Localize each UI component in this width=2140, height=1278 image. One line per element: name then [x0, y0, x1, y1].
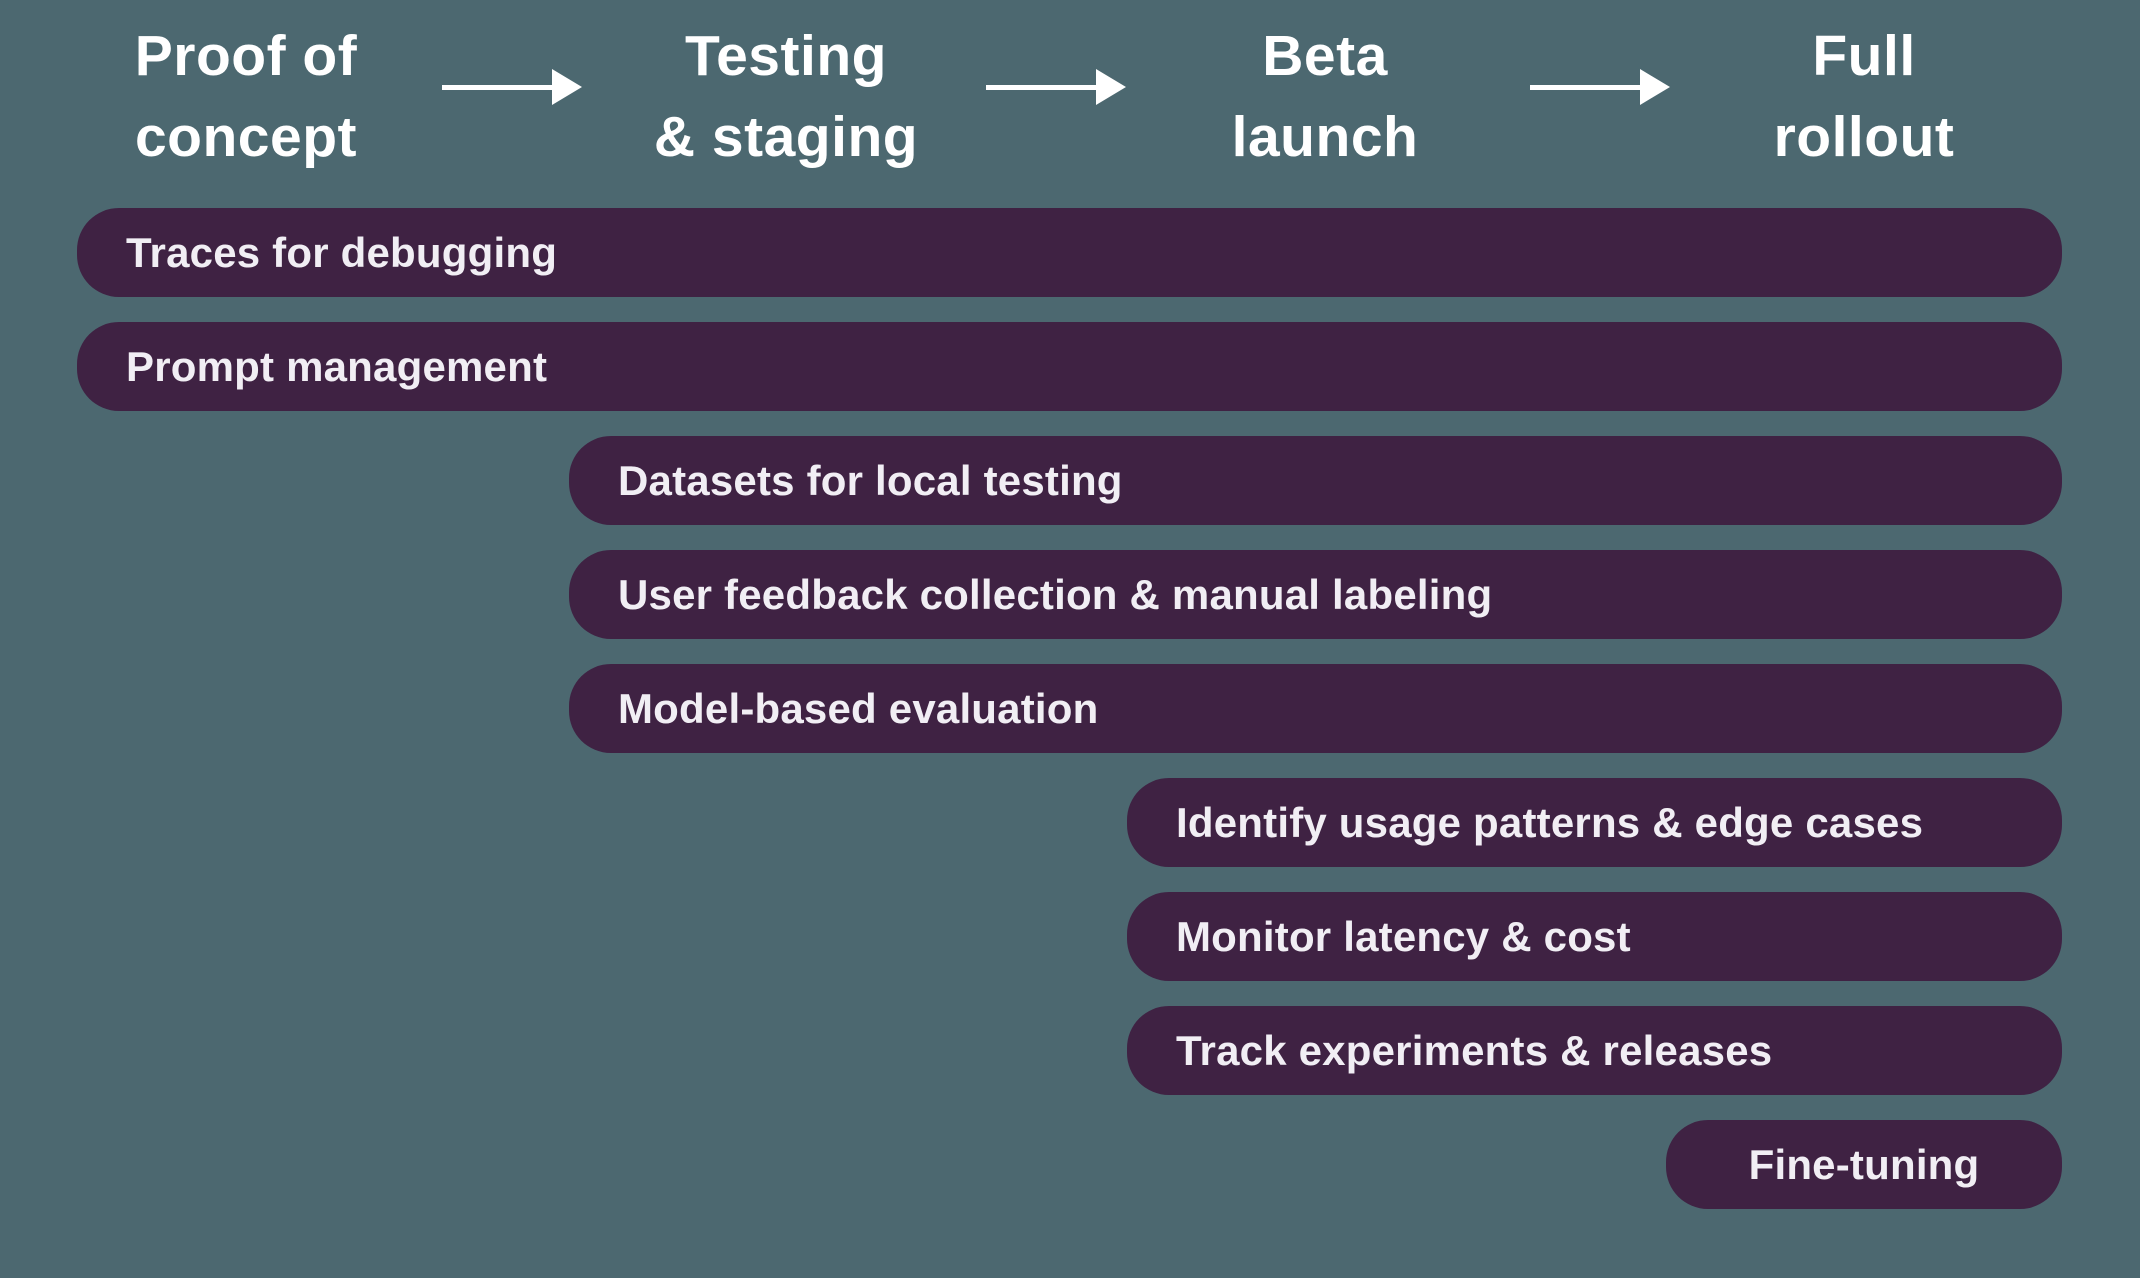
- phase-label-line1: Testing: [685, 24, 887, 88]
- capability-bar-label: Datasets for local testing: [618, 456, 1123, 504]
- phase-label-4: Full rollout: [1604, 16, 2124, 178]
- phase-label-line1: Beta: [1262, 24, 1388, 88]
- capability-bar: Traces for debugging: [77, 208, 2062, 297]
- phase-label-line1: Proof of: [134, 24, 358, 88]
- capability-bar: Monitor latency & cost: [1127, 892, 2062, 981]
- phase-label-2: Testing & staging: [526, 16, 1046, 178]
- arrow-head: [552, 69, 582, 105]
- phase-label-line2: concept: [134, 104, 358, 169]
- phase-label-3: Beta launch: [1065, 16, 1585, 178]
- capability-bar: Identify usage patterns & edge cases: [1127, 778, 2062, 867]
- phase-label-1: Proof of concept: [0, 16, 506, 178]
- capability-bar: User feedback collection & manual labeli…: [569, 550, 2062, 639]
- phase-label-line2: launch: [1231, 104, 1419, 169]
- capability-bar: Prompt management: [77, 322, 2062, 411]
- capability-bar-label: Fine-tuning: [1748, 1140, 1980, 1188]
- arrow-shaft: [442, 85, 554, 90]
- capability-bar-label: Track experiments & releases: [1176, 1026, 1773, 1074]
- capability-bar: Fine-tuning: [1666, 1120, 2062, 1209]
- capability-bar: Track experiments & releases: [1127, 1006, 2062, 1095]
- capability-bar-label: Monitor latency & cost: [1176, 912, 1631, 960]
- phase-label-line1: Full: [1812, 24, 1916, 88]
- capability-bar: Model-based evaluation: [569, 664, 2062, 753]
- capability-bar-label: Model-based evaluation: [618, 684, 1099, 732]
- capability-bar-label: Identify usage patterns & edge cases: [1176, 798, 1924, 846]
- phase-label-line2: rollout: [1773, 104, 1955, 169]
- capability-bar-label: User feedback collection & manual labeli…: [618, 570, 1493, 618]
- capability-bar: Datasets for local testing: [569, 436, 2062, 525]
- capability-bar-label: Traces for debugging: [126, 228, 558, 276]
- capability-bar-label: Prompt management: [126, 342, 548, 390]
- arrow-shaft: [986, 85, 1098, 90]
- arrow-head: [1640, 69, 1670, 105]
- arrow-shaft: [1530, 85, 1642, 90]
- arrow-head: [1096, 69, 1126, 105]
- phase-label-line2: & staging: [653, 104, 919, 169]
